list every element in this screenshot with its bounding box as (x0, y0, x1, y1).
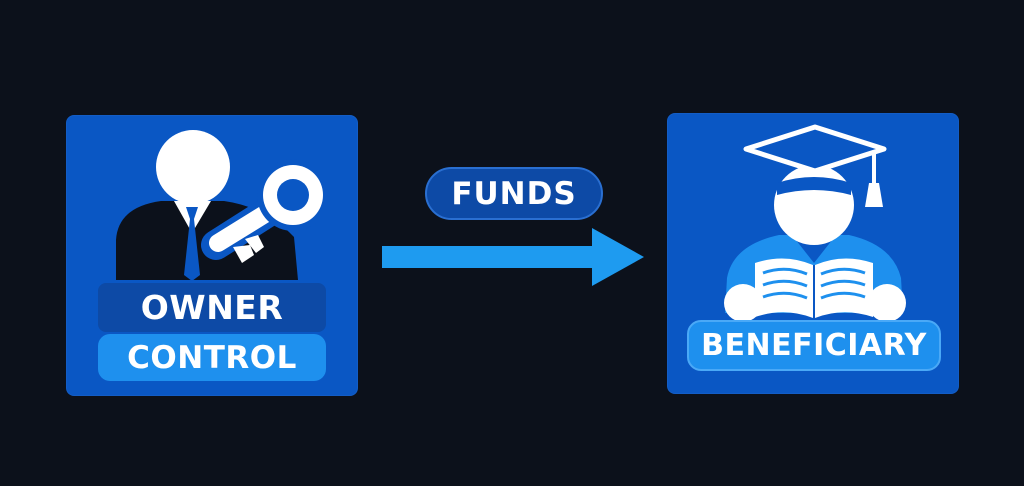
book-icon (755, 258, 873, 318)
control-label: CONTROL (98, 334, 326, 381)
key-icon (201, 159, 329, 263)
beneficiary-label: BENEFICIARY (687, 320, 941, 371)
person-head-icon (156, 130, 230, 204)
beneficiary-card: BENEFICIARY (667, 113, 959, 394)
right-hand-icon (868, 284, 906, 322)
beneficiary-illustration (724, 124, 906, 322)
owner-card: OWNER CONTROL (66, 115, 358, 396)
tie-icon (184, 207, 200, 281)
owner-illustration (116, 130, 329, 281)
left-hand-icon (724, 284, 762, 322)
funds-label: FUNDS (425, 167, 603, 220)
owner-label: OWNER (98, 283, 326, 332)
flow-arrow-icon (382, 228, 644, 286)
graduate-cap-icon (743, 124, 887, 207)
